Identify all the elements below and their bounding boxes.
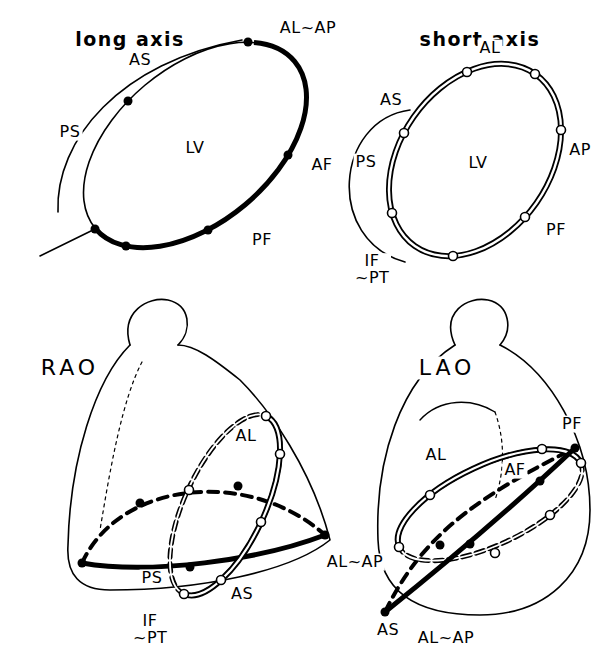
segment-label: PF	[560, 416, 584, 433]
segment-circle	[449, 252, 458, 261]
segment-label: PS	[58, 124, 83, 141]
long-axis-back	[385, 448, 575, 612]
segment-label: AS	[229, 586, 255, 603]
short-axis-ring-front	[147, 399, 302, 610]
segment-dot	[436, 541, 445, 550]
segment-label: AF	[502, 462, 527, 479]
segment-circle	[538, 445, 547, 454]
segment-dot	[186, 563, 195, 572]
segment-dot	[124, 97, 133, 106]
long-axis-front	[385, 448, 575, 612]
long-axis-front	[82, 535, 325, 567]
segment-dot	[381, 608, 390, 617]
segment-label: AL~AP	[325, 554, 385, 571]
segment-label: AS	[375, 622, 401, 639]
segment-circle	[521, 213, 530, 222]
short-axis-ring-back-inner	[147, 399, 302, 610]
segment-label: AF	[309, 157, 334, 174]
segment-dot	[234, 482, 243, 491]
segment-circle	[388, 209, 397, 218]
segment-circles	[388, 68, 566, 261]
segment-dots	[91, 38, 293, 251]
segment-label: IF ~PT	[353, 253, 391, 287]
segment-label: AL~AP	[278, 20, 338, 37]
segment-circle	[491, 549, 500, 558]
segment-circle	[262, 412, 271, 421]
short-axis-ring-back-inner	[382, 426, 597, 583]
short-axis-ring-front-inner	[382, 426, 597, 583]
short-axis-ring-back	[147, 399, 302, 610]
segment-circle	[546, 511, 555, 520]
segment-label: AP	[567, 142, 593, 159]
segment-circles	[180, 412, 285, 599]
segment-circle	[557, 126, 566, 135]
segment-circles	[395, 445, 586, 558]
segment-dot	[91, 225, 100, 234]
chamber-label: LV	[183, 140, 206, 157]
atrium-dotted-line	[100, 362, 142, 530]
long-axis-back	[82, 492, 325, 563]
segment-dot	[244, 38, 253, 47]
short-axis-ring	[353, 31, 596, 289]
segment-circle	[400, 129, 409, 138]
rv-outline	[349, 110, 410, 262]
segment-label: IF ~PT	[131, 613, 169, 647]
segment-dot	[204, 226, 213, 235]
short-axis-ring-front-inner	[147, 399, 302, 610]
segment-dots	[381, 444, 580, 617]
segment-dot	[466, 540, 475, 549]
segment-circle	[463, 68, 472, 77]
segment-circle	[276, 450, 285, 459]
segment-circle	[577, 459, 586, 468]
segment-dot	[321, 531, 330, 540]
segment-circle	[217, 576, 226, 585]
outflow-line	[40, 229, 95, 256]
segment-dot	[136, 499, 145, 508]
segment-label: AL~AP	[416, 630, 476, 647]
view-title: long axis	[73, 30, 187, 50]
heart-outline	[378, 345, 590, 615]
lv-outline	[45, 2, 344, 289]
aorta-outline	[128, 299, 187, 345]
short-axis-ring-inner	[353, 31, 596, 289]
chamber-label: LV	[466, 155, 489, 172]
segment-circle	[185, 486, 194, 495]
segment-circle	[531, 70, 540, 79]
segment-circle	[257, 518, 266, 527]
view-title: RAO	[39, 356, 101, 379]
segment-label: AL	[478, 40, 503, 57]
atrium-outline	[420, 402, 495, 420]
segment-dots	[78, 482, 330, 572]
segment-dot	[571, 444, 580, 453]
segment-dot	[284, 151, 293, 160]
short-axis-ring-back	[382, 426, 597, 583]
segment-dot	[78, 559, 87, 568]
aorta-outline	[451, 299, 508, 345]
segment-label: AS	[378, 92, 404, 109]
segment-dot	[122, 242, 131, 251]
segment-label: PS	[140, 570, 165, 587]
segment-circle	[426, 491, 435, 500]
segment-label: AS	[127, 52, 153, 69]
segment-dot	[536, 477, 545, 486]
segment-label: PS	[354, 154, 379, 171]
long-axis-thick-arc	[45, 2, 344, 289]
segment-circle	[180, 590, 189, 599]
atrium-outline	[58, 40, 242, 212]
segment-label: PF	[544, 222, 568, 239]
short-axis-ring-front	[382, 426, 597, 583]
segment-circle	[395, 543, 404, 552]
segment-label: AL	[424, 447, 449, 464]
view-title: LAO	[417, 356, 478, 379]
segment-label: PF	[250, 232, 274, 249]
segment-label: AL	[234, 428, 259, 445]
